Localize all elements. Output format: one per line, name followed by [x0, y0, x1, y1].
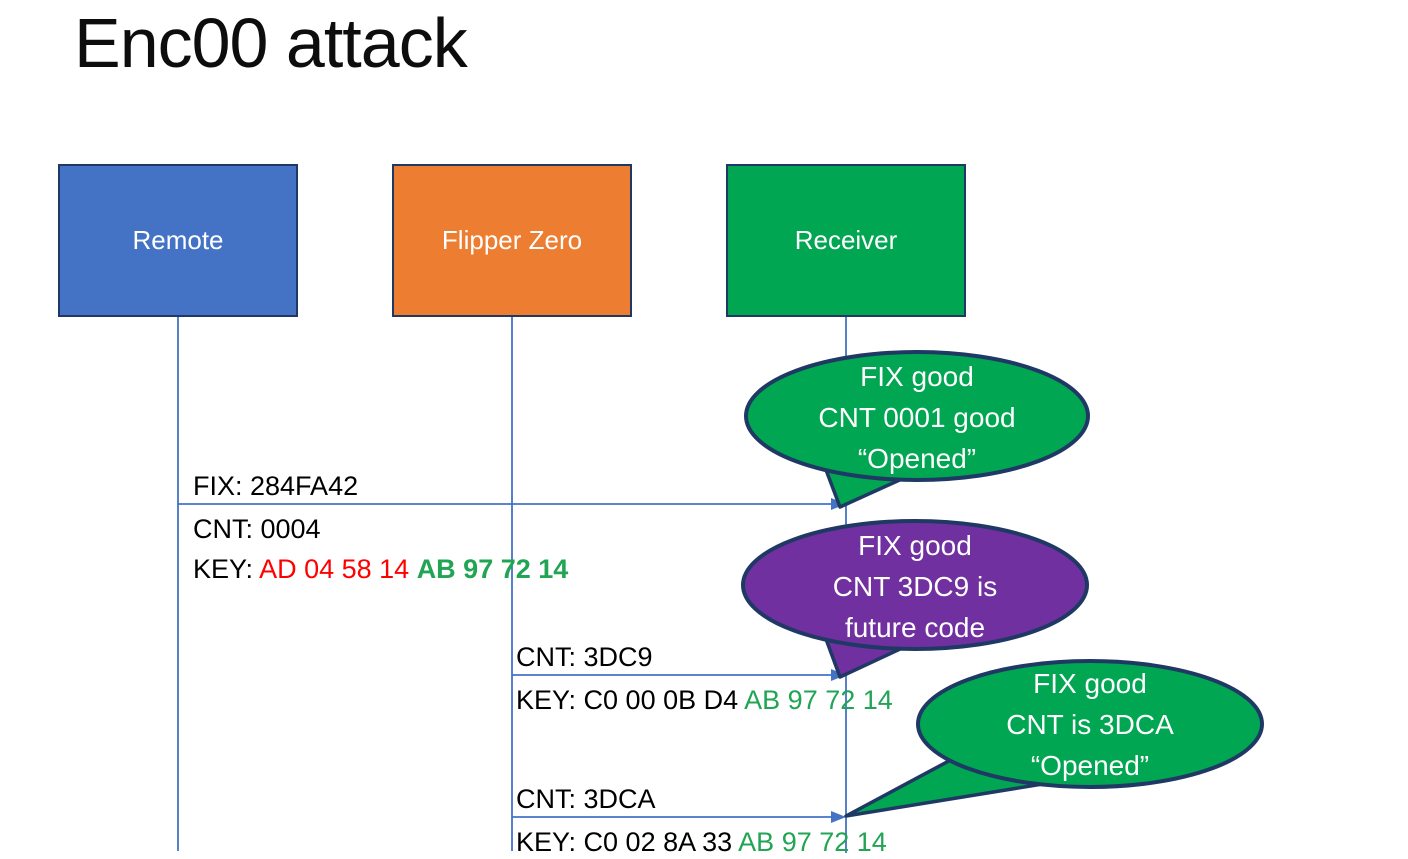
message3-key-green-bytes: AB 97 72 14 [738, 827, 887, 857]
message3-key-label: KEY: C0 02 8A 33 AB 97 72 14 [516, 826, 887, 858]
message1-key-green-bytes: AB 97 72 14 [416, 554, 569, 584]
actor-label-receiver: Receiver [794, 225, 898, 255]
actor-label-flipper-zero: Flipper Zero [441, 225, 583, 255]
message3-arrowhead-icon [831, 811, 846, 823]
message2-cnt-label: CNT: 3DC9 [516, 642, 653, 672]
bubble1-line3: “Opened” [857, 442, 977, 474]
message1-key-prefix: KEY: [193, 554, 260, 584]
message1-cnt-label: CNT: 0004 [193, 514, 321, 544]
bubble3-line2: CNT is 3DCA [1006, 708, 1174, 740]
bubble3-shape [916, 659, 1264, 789]
bubble1-line1: FIX good [860, 360, 974, 392]
message1-fix-label: FIX: 284FA42 [193, 471, 359, 501]
actor-box-remote: Remote [58, 164, 298, 317]
bubble3-text: FIX good CNT is 3DCA “Opened” [917, 660, 1263, 788]
message2-key-label: KEY: C0 00 0B D4 AB 97 72 14 [516, 684, 893, 716]
message3-key-prefix: KEY: C0 02 8A 33 [516, 827, 739, 857]
actor-label-remote: Remote [132, 225, 224, 255]
bubble3-line1: FIX good [1033, 667, 1147, 699]
bubble3-line3: “Opened” [1030, 749, 1150, 781]
actor-box-receiver: Receiver [726, 164, 966, 317]
bubble2-line1: FIX good [858, 529, 972, 561]
actor-box-flipper-zero: Flipper Zero [392, 164, 632, 317]
message1-key-red-bytes: AD 04 58 14 [259, 554, 417, 584]
bubble2-shape [741, 519, 1089, 651]
message1-key-label: KEY: AD 04 58 14 AB 97 72 14 [193, 553, 568, 585]
bubble2-line2: CNT 3DC9 is [832, 570, 998, 602]
bubble1-line2: CNT 0001 good [818, 401, 1016, 433]
bubble2-line3: future code [844, 611, 986, 643]
bubble1-text: FIX good CNT 0001 good “Opened” [745, 352, 1089, 482]
message2-key-green-bytes: AB 97 72 14 [744, 685, 893, 715]
page-title: Enc00 attack [74, 4, 468, 82]
message3-cnt-label: CNT: 3DCA [516, 784, 656, 814]
bubble2-text: FIX good CNT 3DC9 is future code [742, 521, 1088, 651]
message2-key-prefix: KEY: C0 00 0B D4 [516, 685, 745, 715]
bubble1-shape [744, 350, 1090, 482]
